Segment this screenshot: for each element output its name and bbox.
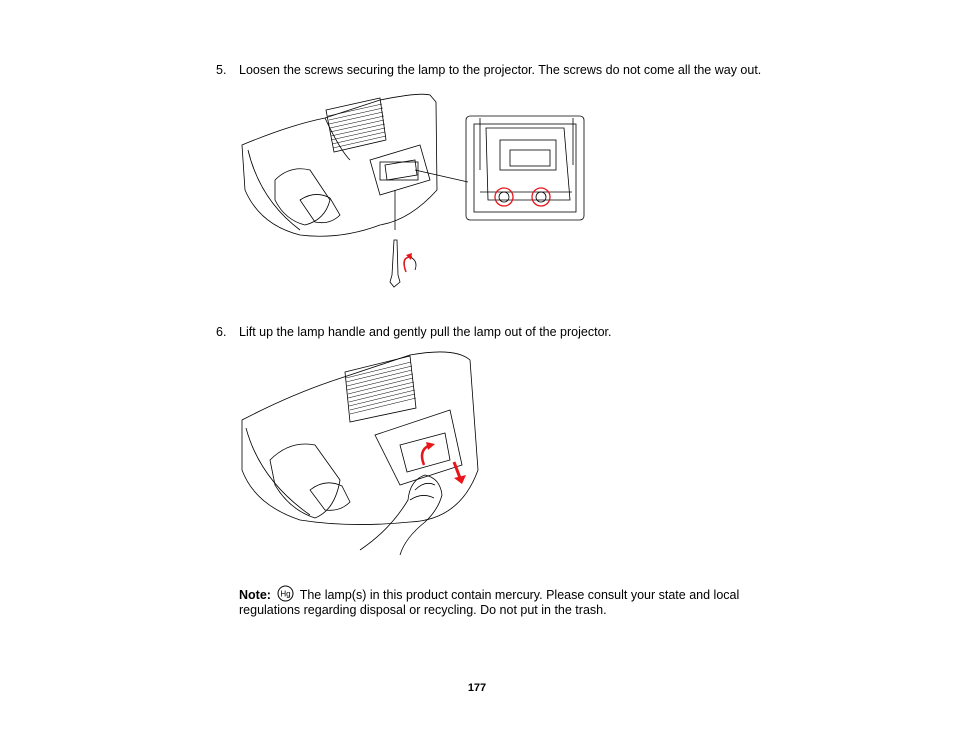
step-text: Loosen the screws securing the lamp to t… xyxy=(239,63,762,77)
note-label: Note: xyxy=(239,588,271,602)
note-text: The lamp(s) in this product contain merc… xyxy=(239,588,740,617)
hg-label: Hg xyxy=(281,590,291,599)
loosen-screws-illustration xyxy=(241,93,585,288)
page-number: 177 xyxy=(467,682,487,694)
step-6: 6. Lift up the lamp handle and gently pu… xyxy=(216,325,816,341)
step-number: 6. xyxy=(216,325,227,339)
step-5: 5. Loosen the screws securing the lamp t… xyxy=(216,63,816,79)
step-text: Lift up the lamp handle and gently pull … xyxy=(239,325,612,339)
remove-lamp-illustration xyxy=(241,351,479,555)
step-number: 5. xyxy=(216,63,227,77)
mercury-note: Note: Hg The lamp(s) in this product con… xyxy=(239,585,799,618)
mercury-hg-icon: Hg xyxy=(277,585,294,602)
